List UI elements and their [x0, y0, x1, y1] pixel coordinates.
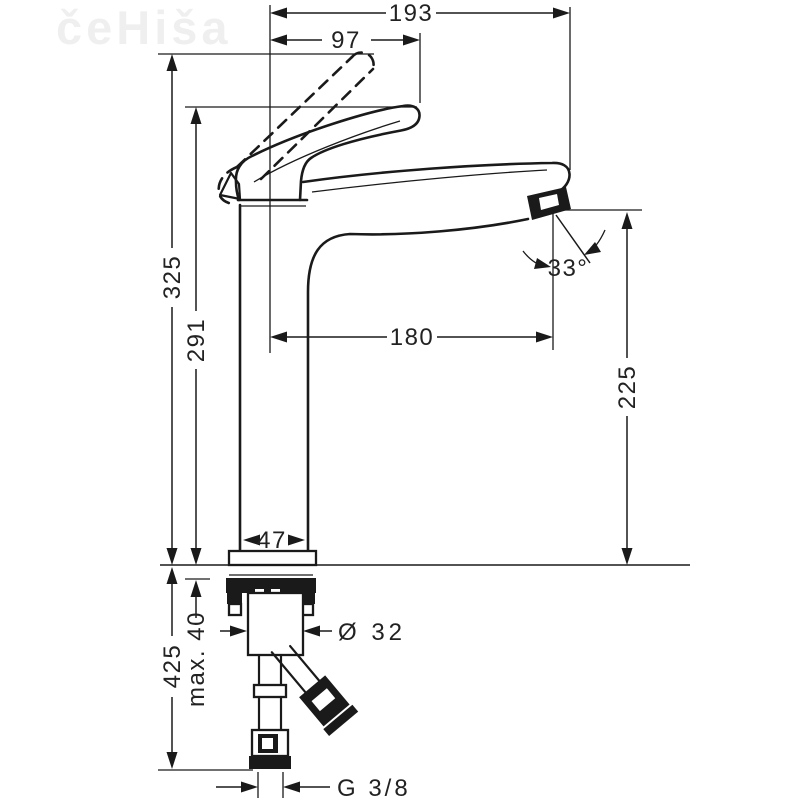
arrowhead	[303, 625, 320, 637]
faucet-body	[218, 104, 571, 567]
arrowhead	[288, 534, 305, 546]
dim-body-width: 47	[243, 527, 305, 554]
clamp-right	[300, 593, 315, 604]
arrowhead	[166, 752, 178, 769]
dim-max-deck: max. 40	[183, 580, 210, 707]
arrowhead	[270, 7, 287, 19]
dim-spray-angle: 33°	[522, 214, 606, 282]
raised-handle-dashed-outline	[217, 51, 375, 206]
hose-end-connector-window	[262, 738, 273, 749]
clamp-left	[227, 593, 242, 604]
dim-hose-length: 425	[159, 567, 186, 769]
dim-outlet-height-label: 225	[614, 365, 641, 410]
angle-reference-line	[555, 214, 591, 264]
arrowhead	[166, 548, 178, 565]
watermark: čeHiša	[56, 1, 232, 54]
dim-handle-reach-label: 97	[331, 27, 361, 54]
supply-hose-angled	[270, 644, 359, 737]
dashed-line	[259, 67, 375, 181]
arrowhead	[270, 331, 287, 343]
dashed-cap	[350, 51, 375, 71]
dim-outlet-height: 225	[614, 212, 641, 565]
arrowhead	[621, 548, 633, 565]
arrowhead	[553, 7, 570, 19]
handle-highlight-line	[253, 120, 401, 183]
extension-lines	[158, 5, 690, 798]
dim-hose-length-label: 425	[159, 644, 186, 689]
supply-hose-vertical	[249, 653, 291, 769]
arrowhead	[190, 107, 202, 124]
dim-total-width: 193	[270, 0, 570, 27]
handle-pivot-nose	[218, 171, 242, 201]
arrowhead	[536, 331, 553, 343]
arrowhead	[166, 567, 178, 584]
dim-connection-thread: G 3/8	[216, 775, 411, 800]
hose-connector-slot	[311, 688, 336, 712]
arrowhead	[534, 258, 551, 269]
dim-total-width-label: 193	[389, 0, 434, 27]
hose-edge	[270, 651, 307, 694]
arrowhead	[190, 580, 202, 597]
dim-shank-diameter-label: Ø 32	[338, 619, 406, 646]
dim-spout-reach-label: 180	[390, 324, 435, 351]
dim-total-height-label: 325	[159, 255, 186, 300]
arrowhead	[190, 548, 202, 565]
dim-connection-thread-label: G 3/8	[337, 775, 411, 800]
dim-total-height: 325	[159, 54, 186, 565]
hose-collar	[252, 683, 288, 699]
spout-top-edge	[301, 161, 571, 194]
spout-highlight-line	[311, 169, 548, 193]
arrowhead	[230, 625, 247, 637]
dim-spray-angle-label: 33°	[548, 255, 589, 282]
mounting-plate	[226, 578, 316, 593]
arrowhead	[166, 54, 178, 71]
dim-spout-top-height: 291	[183, 107, 210, 565]
handle-lever-outline	[234, 104, 421, 202]
aerator-outlet-inner	[539, 194, 559, 210]
hose-edge	[289, 644, 321, 682]
dim-handle-reach: 97	[270, 27, 420, 54]
threaded-shank	[246, 591, 305, 657]
arrowhead	[283, 781, 300, 793]
arrowhead	[243, 534, 260, 546]
dim-spout-top-height-label: 291	[183, 318, 210, 363]
hose-connector-cap	[323, 704, 359, 737]
clamp-left-foot	[227, 602, 243, 617]
dim-shank-diameter: Ø 32	[220, 619, 406, 646]
dim-body-width-label: 47	[257, 527, 287, 554]
hose-end-nut	[249, 756, 291, 769]
dim-spout-reach: 180	[270, 324, 553, 351]
arrowhead	[403, 34, 420, 46]
arrowhead	[584, 242, 601, 255]
dashed-line	[235, 55, 354, 169]
body-right-and-spout-underside	[306, 217, 530, 554]
dashed-pivot-arc	[217, 165, 239, 206]
arrowhead	[621, 212, 633, 229]
dim-max-deck-label: max. 40	[183, 611, 210, 707]
base-ring	[227, 549, 318, 567]
arrowhead	[241, 781, 258, 793]
arrowhead	[270, 34, 287, 46]
mounting-hardware	[226, 574, 316, 657]
